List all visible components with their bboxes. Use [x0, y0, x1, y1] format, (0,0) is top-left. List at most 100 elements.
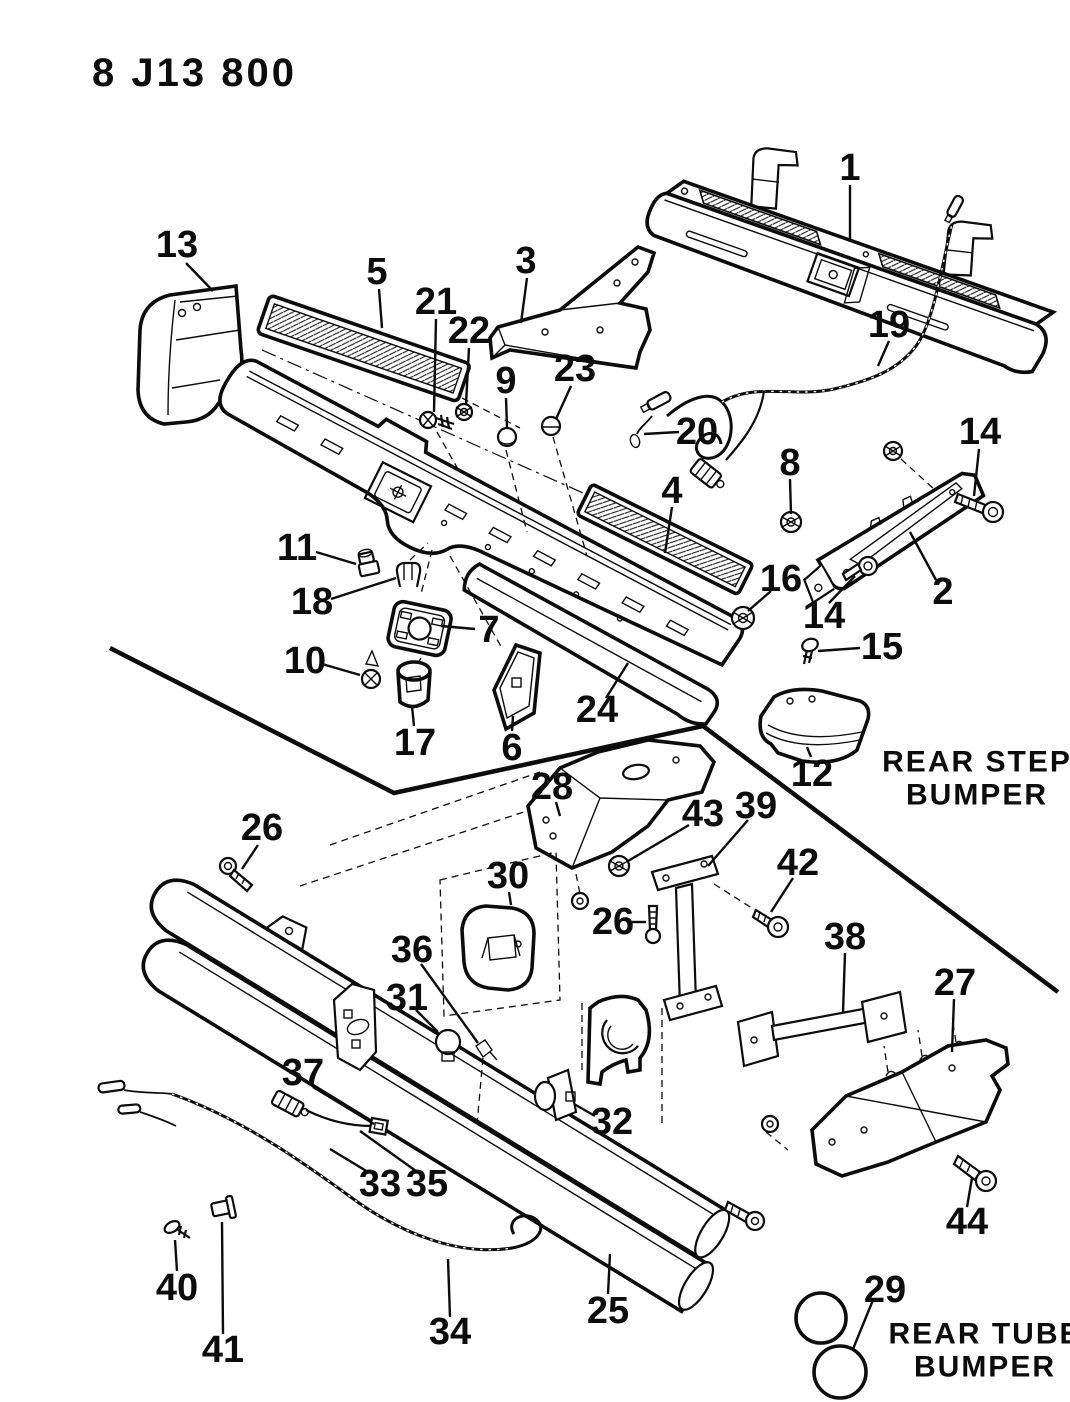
callout-14: 14	[803, 595, 845, 637]
bolt-26b	[644, 904, 662, 945]
callout-11: 11	[277, 527, 317, 569]
bullet-terminal-left	[639, 391, 672, 414]
callout-43: 43	[682, 793, 724, 835]
callout-27: 27	[934, 962, 976, 1004]
callout-leader-36	[420, 963, 479, 1044]
callout-42: 42	[777, 842, 819, 884]
construction-line	[261, 349, 611, 506]
section-separator	[108, 645, 1060, 994]
tube-upper	[149, 878, 731, 1260]
callout-1: 1	[839, 147, 860, 189]
bumper-face-bar	[218, 358, 745, 726]
clip-18	[395, 561, 422, 588]
callout-26: 26	[592, 901, 634, 943]
rear-step-bumper-label-line-2: BUMPER	[906, 779, 1048, 812]
callout-leader-22	[464, 347, 471, 405]
callout-32: 32	[591, 1101, 633, 1143]
tube-open-end	[677, 1261, 715, 1311]
callout-leader-40	[173, 1239, 179, 1272]
bolt-42	[751, 908, 790, 939]
nut-22	[454, 402, 474, 422]
wiring-harness-upper	[629, 194, 964, 489]
plate-6	[492, 642, 542, 732]
callout-23: 23	[554, 348, 596, 390]
nut-8	[779, 510, 803, 534]
callout-leader-26	[241, 844, 259, 870]
step-bumper-assembly	[645, 147, 1058, 375]
callout-leader-5	[377, 288, 384, 329]
callout-7: 7	[478, 609, 499, 651]
callout-8: 8	[779, 442, 800, 484]
callout-leader-10	[321, 662, 361, 677]
callout-leader-24	[604, 662, 630, 699]
screw-10	[360, 649, 382, 690]
nut-near-27	[760, 1114, 780, 1134]
callout-14: 14	[959, 411, 1001, 453]
callout-25: 25	[587, 1290, 629, 1332]
rear-tube-bumper-label-line-2: BUMPER	[914, 1351, 1056, 1384]
callout-leader-44	[965, 1177, 974, 1208]
callout-leader-6	[510, 715, 515, 732]
callout-leader-12	[805, 746, 813, 758]
plug-9	[496, 426, 518, 448]
end-cap-right	[758, 687, 871, 764]
bullet-terminal-right	[944, 194, 964, 224]
callout-leader-35	[359, 1130, 417, 1172]
callout-10: 10	[284, 640, 326, 682]
callout-21: 21	[415, 281, 457, 323]
bolt-14a	[953, 492, 1005, 524]
diagram-id: 8 J13 800	[92, 51, 297, 95]
callout-leader-15	[817, 646, 861, 653]
callout-leader-20	[643, 430, 680, 436]
callout-19: 19	[868, 304, 910, 346]
stud-11	[357, 548, 381, 578]
license-lamp-plate-7	[386, 599, 453, 658]
support-strap-38	[736, 990, 908, 1068]
callout-15: 15	[861, 626, 903, 668]
callout-leader-37	[312, 1085, 375, 1126]
callout-leader-42	[769, 877, 795, 913]
callout-5: 5	[366, 251, 387, 293]
callout-4: 4	[661, 470, 682, 512]
callout-12: 12	[791, 753, 833, 795]
frame-bracket-27	[810, 1017, 1010, 1178]
callout-leader-16	[747, 590, 772, 612]
callout-3: 3	[515, 240, 536, 282]
callout-leader-4	[663, 506, 674, 554]
callout-29: 29	[864, 1269, 906, 1311]
callout-leader-29	[851, 1299, 875, 1350]
callout-leader-11	[315, 550, 357, 566]
callout-leader-17	[410, 705, 416, 727]
wiring-harness-lower	[97, 1079, 543, 1252]
callout-leader-8	[788, 478, 793, 515]
callouts-layer: 1234567891011121314141516171819202122232…	[156, 147, 1070, 1384]
nut-14-upper	[882, 440, 904, 462]
callout-35: 35	[406, 1163, 448, 1205]
rivet-36	[475, 1039, 498, 1061]
callout-26: 26	[241, 807, 283, 849]
callout-20: 20	[676, 411, 718, 453]
callout-leader-32	[573, 1102, 596, 1118]
lamp-housing-30	[460, 904, 536, 992]
callout-leader-7	[440, 624, 476, 631]
callout-6: 6	[501, 727, 522, 769]
callout-24: 24	[576, 689, 618, 731]
bolt-14b	[841, 555, 879, 582]
screw-15	[801, 637, 819, 665]
callout-leader-41	[220, 1221, 225, 1335]
bolt-44	[952, 1154, 998, 1193]
callout-41: 41	[202, 1329, 244, 1371]
bolt-26a	[218, 856, 254, 893]
callout-leader-14	[828, 575, 856, 604]
screw-21	[418, 410, 455, 431]
callout-34: 34	[429, 1311, 471, 1353]
callout-leader-33	[329, 1147, 369, 1174]
plug-17	[396, 660, 432, 709]
callout-13: 13	[156, 224, 198, 266]
callout-9: 9	[495, 360, 516, 402]
trailer-plug	[689, 458, 725, 489]
callout-17: 17	[394, 722, 436, 764]
nut-under-28	[570, 891, 590, 911]
